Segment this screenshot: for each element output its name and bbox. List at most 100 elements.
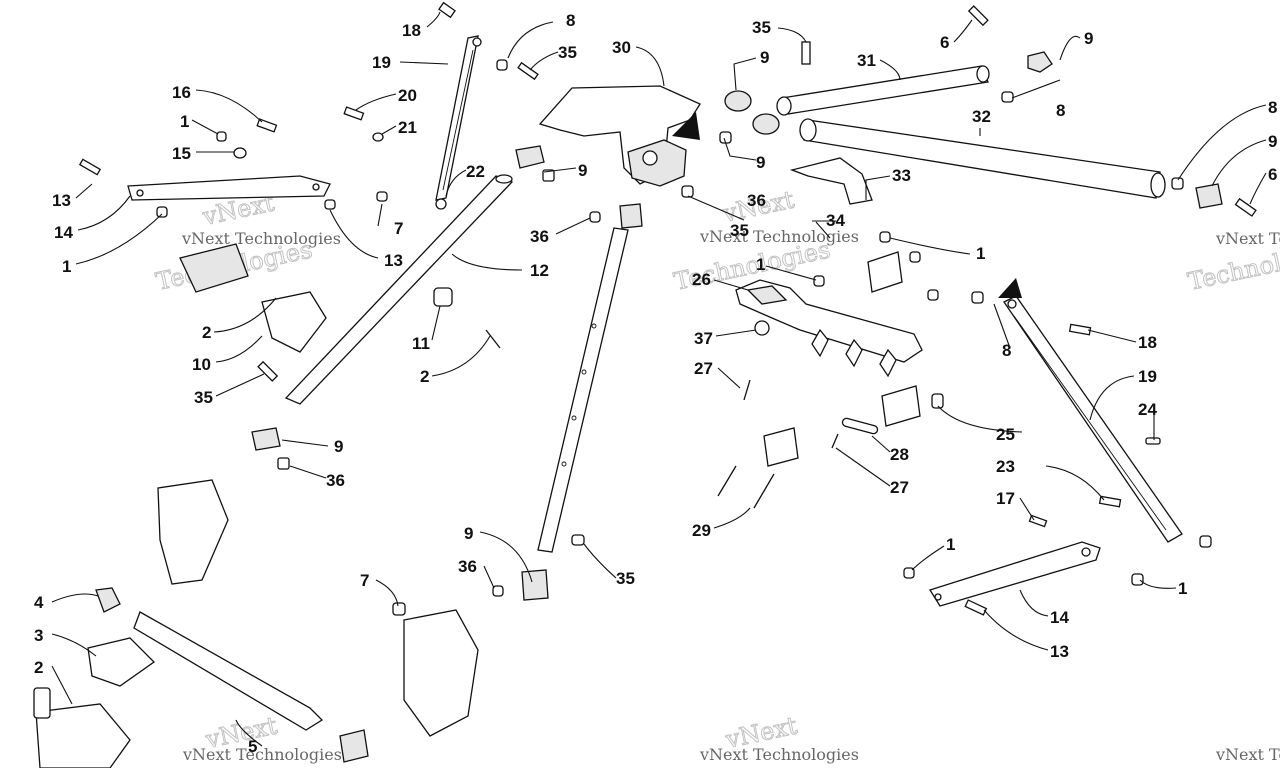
callout-20: 20 [398, 86, 417, 105]
bracket-33 [789, 157, 873, 205]
brace-bar-19-upper [435, 35, 482, 210]
steering-tube-12 [284, 174, 514, 405]
callout-32: 32 [972, 107, 991, 126]
bracket-3 [87, 637, 156, 687]
bolt-icon [743, 379, 751, 401]
watermark-text: vNext Technologies [1215, 229, 1280, 248]
nut-icon [681, 185, 694, 198]
callout-1: 1 [976, 244, 985, 263]
bolt-icon [343, 106, 365, 121]
callout-22: 22 [466, 162, 485, 181]
clamp-icon [619, 203, 643, 229]
callout-29: 29 [692, 521, 711, 540]
housing-icon [157, 479, 229, 585]
callout-7: 7 [394, 219, 403, 238]
pin-icon [485, 329, 501, 349]
nut-icon [216, 131, 227, 142]
clamp-icon [251, 427, 281, 451]
nut-icon [324, 199, 336, 210]
callout-labels: 18 8 19 35 30 35 9 31 6 9 8 32 8 9 6 16 … [34, 11, 1277, 756]
callout-8: 8 [1056, 101, 1065, 120]
nut-icon [927, 289, 939, 301]
callout-27: 27 [890, 478, 909, 497]
callout-4: 4 [34, 593, 44, 612]
nut-icon [813, 275, 825, 287]
washer-icon [754, 320, 770, 336]
mount-block-icon [763, 427, 799, 467]
bolt-icon [1098, 495, 1122, 508]
nut-icon [1001, 91, 1014, 103]
callout-35: 35 [616, 569, 635, 588]
bolt-icon [967, 5, 989, 27]
callout-36: 36 [326, 471, 345, 490]
callout-5: 5 [248, 737, 257, 756]
callout-12: 12 [530, 261, 549, 280]
callout-2: 2 [420, 367, 429, 386]
callout-24: 24 [1138, 400, 1157, 419]
nut-icon [1199, 535, 1212, 548]
long-bolt-icon [753, 473, 775, 509]
watermark-text: vNext Technologies [1215, 745, 1280, 764]
bolt-icon [1234, 197, 1257, 217]
callout-6: 6 [1268, 165, 1277, 184]
callout-33: 33 [892, 166, 911, 185]
callout-19: 19 [1138, 367, 1157, 386]
sleeve-11-icon [433, 287, 453, 307]
bolt-icon [78, 158, 102, 176]
callout-17: 17 [996, 489, 1015, 508]
lower-bar-5 [133, 611, 324, 731]
nut-icon [542, 169, 555, 182]
clamp-icon [515, 145, 545, 169]
mount-block-icon [867, 251, 903, 293]
callout-9: 9 [334, 437, 343, 456]
callout-8: 8 [1268, 98, 1277, 117]
callout-3: 3 [34, 626, 43, 645]
callout-10: 10 [192, 355, 211, 374]
watermark-text: vNext Technologies [699, 227, 859, 246]
callout-9: 9 [760, 48, 769, 67]
callout-6: 6 [940, 33, 949, 52]
pointer-arrow-icon [998, 278, 1022, 298]
strut-14-upper [127, 175, 331, 201]
bolt-icon [257, 360, 279, 382]
bolt-icon [1028, 514, 1048, 528]
nut-icon [903, 567, 915, 579]
nut-icon [277, 457, 290, 470]
callout-7: 7 [360, 571, 369, 590]
watermark-text: vNext Technologies [699, 745, 859, 764]
bolt-icon [964, 599, 988, 616]
bolt-icon [256, 118, 278, 133]
nut-icon [589, 211, 601, 223]
callout-18: 18 [402, 21, 421, 40]
long-bolt-icon [717, 465, 737, 497]
callout-14: 14 [54, 223, 73, 242]
callout-27: 27 [694, 359, 713, 378]
watermark-text: vNext Technologies [181, 229, 341, 248]
callout-25: 25 [996, 425, 1015, 444]
callout-1: 1 [180, 112, 189, 131]
nut-icon [879, 231, 891, 243]
bolt-icon [1145, 437, 1161, 445]
cover-28-icon [841, 417, 879, 435]
callout-9: 9 [464, 524, 473, 543]
bolt-icon [517, 61, 539, 81]
callout-36: 36 [458, 557, 477, 576]
nut-icon [156, 206, 168, 218]
strut-14-lower [929, 541, 1101, 607]
callout-21: 21 [398, 118, 417, 137]
callout-26: 26 [692, 270, 711, 289]
callout-9: 9 [578, 161, 587, 180]
callout-35: 35 [558, 43, 577, 62]
end-cap-icon [724, 90, 752, 112]
callout-13: 13 [384, 251, 403, 270]
top-mount-30 [538, 85, 701, 187]
pointer-arrow-icon [672, 112, 700, 140]
callout-31: 31 [857, 51, 876, 70]
brace-bar-19-right [1003, 295, 1183, 543]
callout-13: 13 [52, 191, 71, 210]
callout-18: 18 [1138, 333, 1157, 352]
nut-icon [496, 59, 508, 71]
cross-member-26 [735, 279, 923, 378]
